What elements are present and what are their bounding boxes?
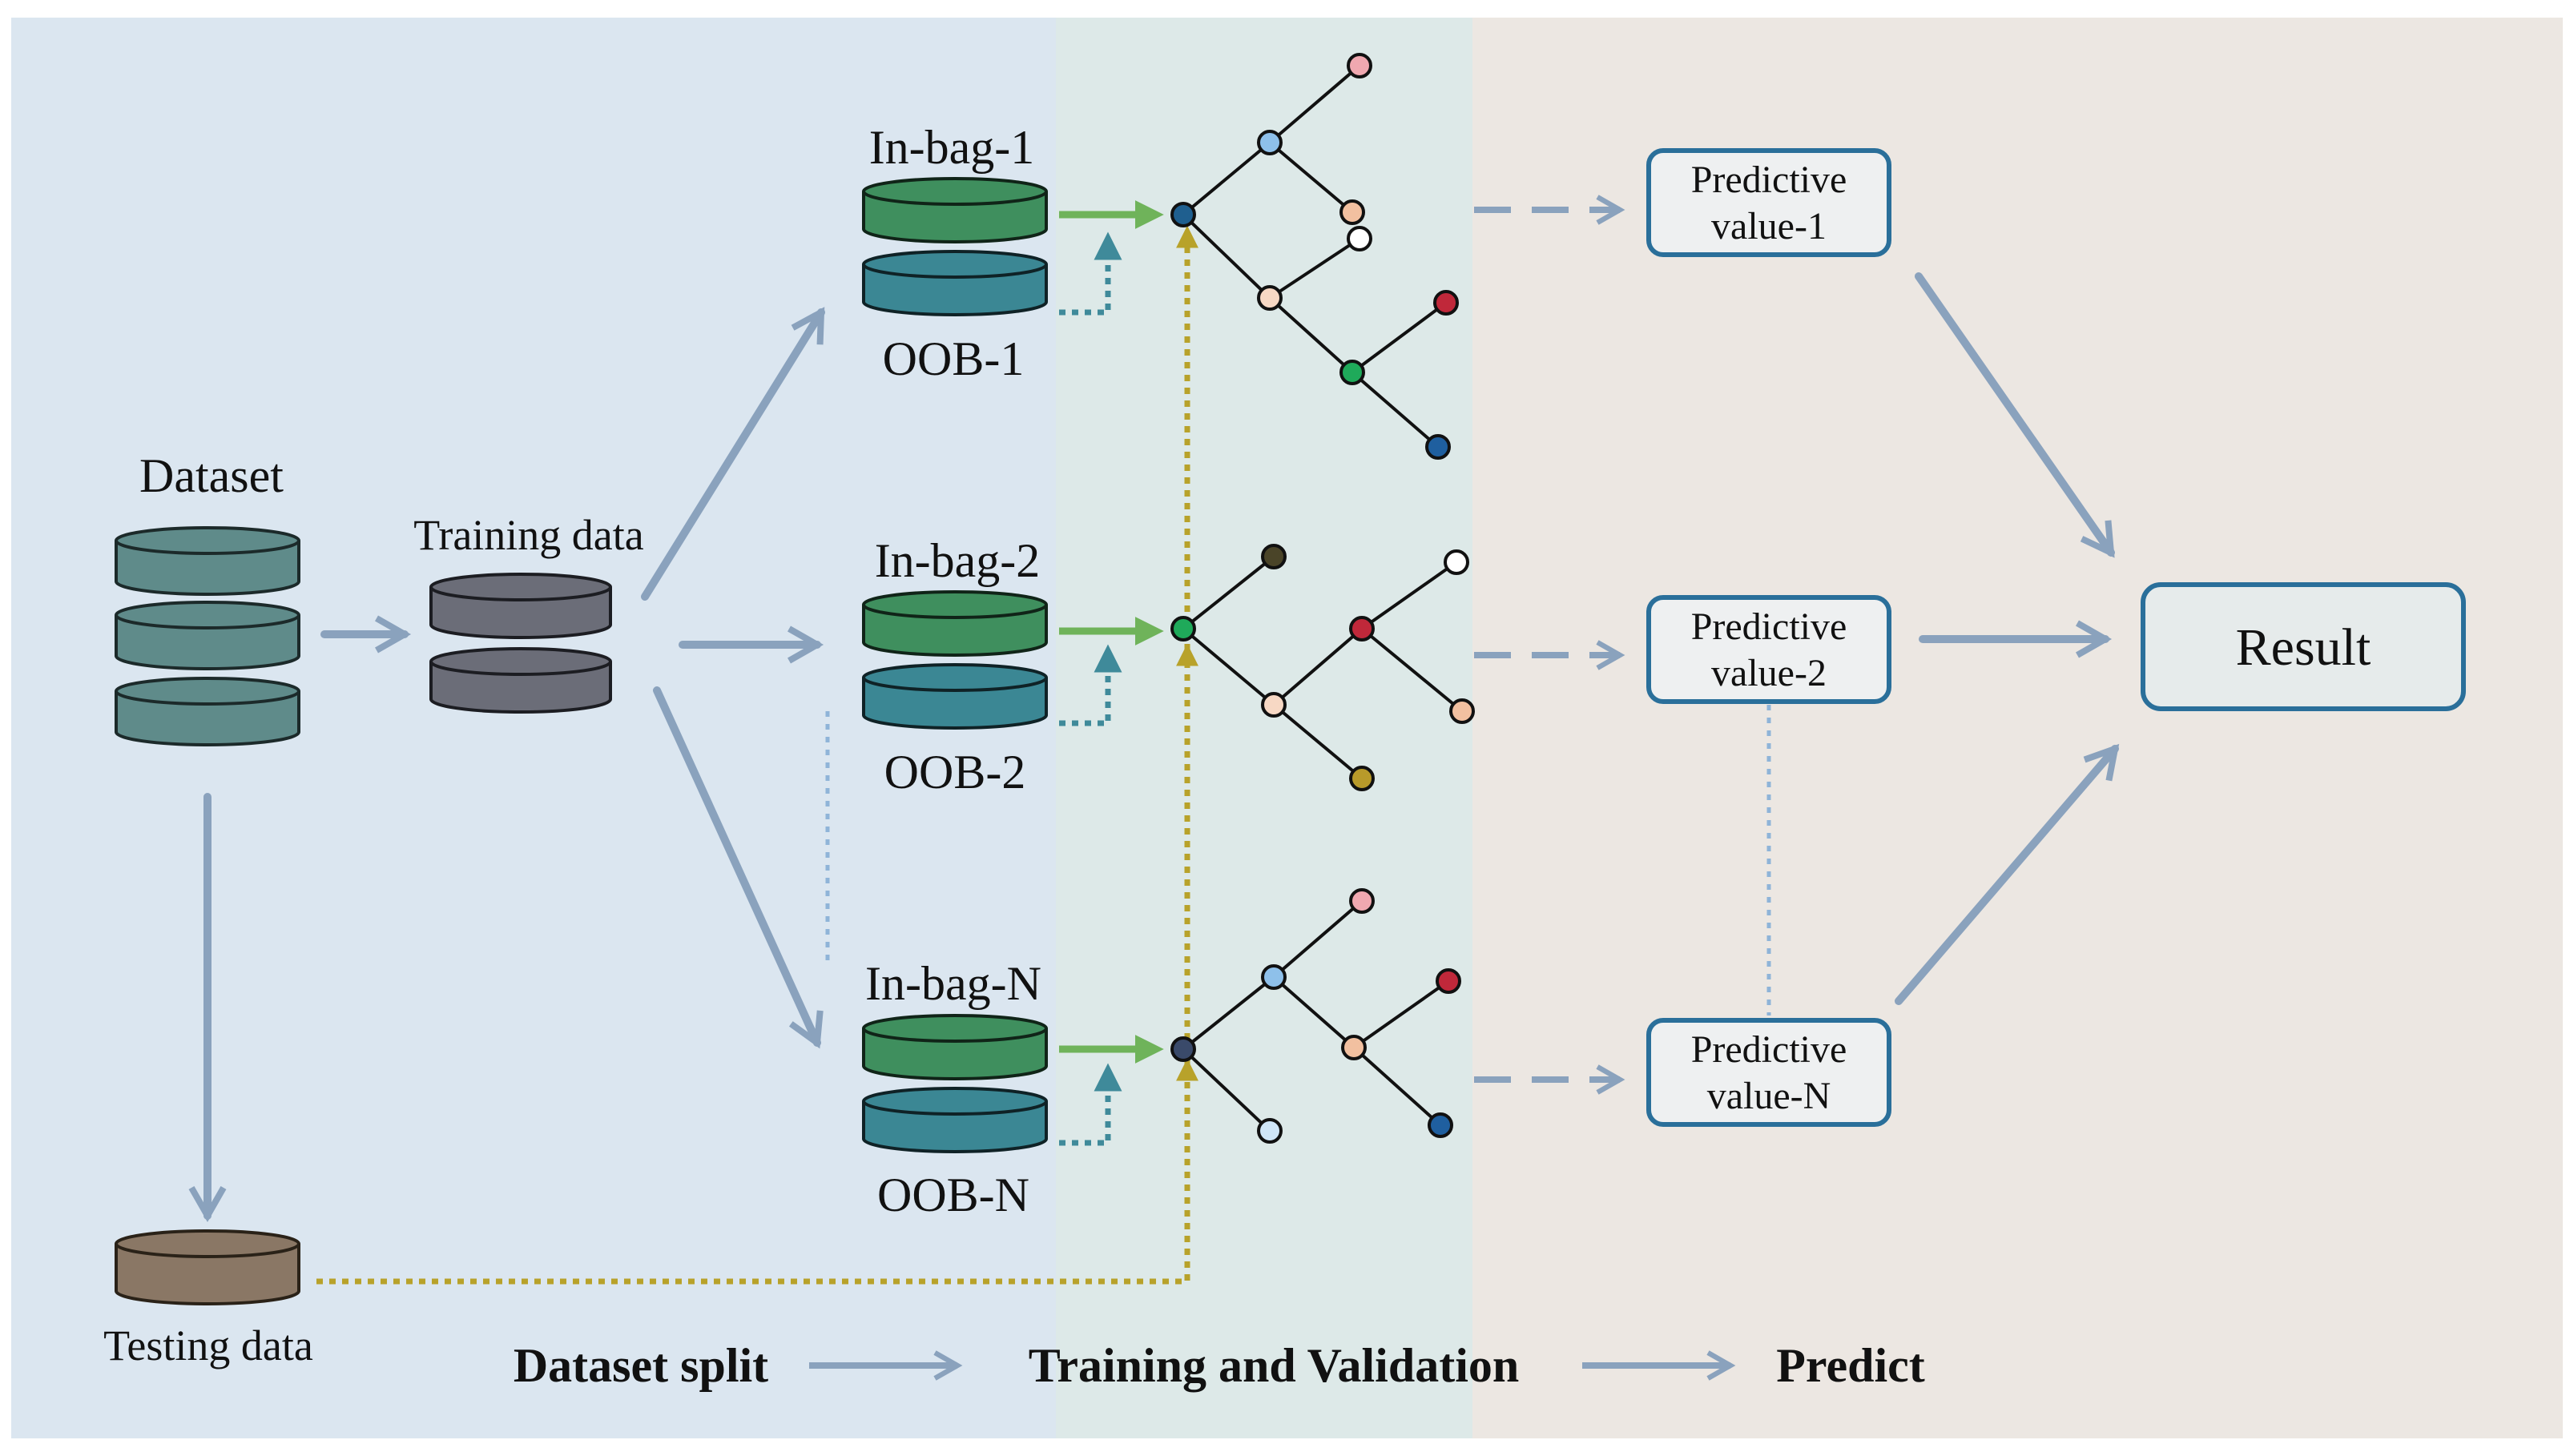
- prediction-to-result-arrows: [1895, 272, 2120, 1005]
- arrow-training-to-bagN: [653, 686, 824, 1049]
- prediction-N-line2: value-N: [1707, 1075, 1831, 1117]
- inbag-2-label: In-bag-2: [875, 534, 1041, 587]
- testing-cylinder-icon: [115, 1229, 300, 1305]
- inbag-2-cylinder-icon: [862, 590, 1048, 657]
- footer-predict: Predict: [1776, 1339, 1924, 1392]
- result-box: Result: [2141, 582, 2466, 711]
- footer-dataset-split: Dataset split: [514, 1339, 768, 1392]
- prediction-box-N: Predictive value-N: [1646, 1018, 1891, 1127]
- result-label: Result: [2236, 618, 2371, 677]
- training-cylinder-icon: [429, 573, 612, 714]
- tree-to-prediction-arrows: [1474, 195, 1625, 1095]
- prediction-1-line2: value-1: [1711, 205, 1827, 247]
- testing-data-arrows: [316, 225, 1198, 1285]
- dataset-title: Dataset: [139, 449, 284, 502]
- prediction-N-line1: Predictive: [1691, 1028, 1847, 1071]
- panel-predict: [1472, 18, 2563, 1438]
- oob-validation-arrows: [1059, 231, 1122, 1146]
- oob-1-label: OOB-1: [883, 332, 1025, 385]
- oob-2-label: OOB-2: [884, 746, 1026, 798]
- prediction-1-line1: Predictive: [1691, 159, 1847, 201]
- decision-tree-2: [1170, 544, 1475, 791]
- inbag-1-cylinder-icon: [862, 177, 1048, 243]
- split-arrows: [188, 307, 825, 1223]
- oob-N-label: OOB-N: [877, 1168, 1029, 1221]
- oob-1-cylinder-icon: [862, 250, 1048, 316]
- decision-tree-N: [1170, 888, 1461, 1144]
- prediction-2-line2: value-2: [1711, 652, 1827, 694]
- training-data-title: Training data: [413, 511, 644, 559]
- inbag-1-label: In-bag-1: [869, 121, 1035, 174]
- dataset-cylinder-icon: [115, 526, 300, 746]
- panel-training-validation: [1056, 18, 1472, 1438]
- inbag-N-cylinder-icon: [862, 1014, 1048, 1080]
- arrow-training-to-bag1: [641, 307, 825, 601]
- prediction-box-1: Predictive value-1: [1646, 148, 1891, 257]
- oob-2-cylinder-icon: [862, 663, 1048, 730]
- testing-data-title: Testing data: [103, 1321, 313, 1370]
- inbag-to-tree-arrows: [1059, 200, 1164, 1064]
- prediction-box-2: Predictive value-2: [1646, 595, 1891, 704]
- prediction-2-line1: Predictive: [1691, 605, 1847, 648]
- footer-training-validation: Training and Validation: [1029, 1339, 1519, 1392]
- inbag-N-label: In-bag-N: [865, 957, 1041, 1010]
- decision-tree-1: [1170, 53, 1459, 460]
- oob-N-cylinder-icon: [862, 1087, 1048, 1153]
